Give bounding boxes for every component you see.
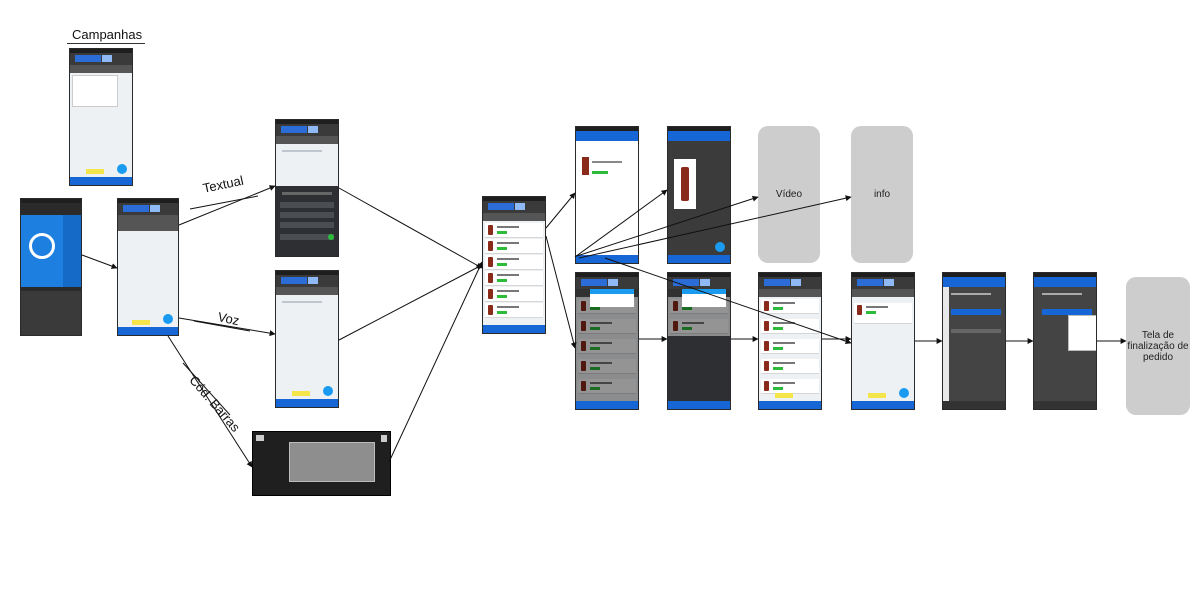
screen-resultados [482, 196, 546, 334]
screen-forma-pagamento [1033, 272, 1097, 410]
screen-quantidade-teclado [667, 272, 731, 410]
info-label: info [873, 189, 891, 200]
screen-lista-adicionado [758, 272, 822, 410]
screen-quantidade-overlay [575, 272, 639, 410]
screen-catalogo [117, 198, 179, 336]
screen-busca-voz [275, 270, 339, 408]
screen-camera-barcode [252, 431, 391, 496]
home-logo-panel [21, 215, 63, 287]
campanhas-underline [67, 43, 145, 44]
video-placeholder: Vídeo [758, 126, 820, 263]
screen-campanhas [69, 48, 133, 186]
finalizacao-label: Tela de finalização de pedido [1127, 329, 1189, 363]
textual-label: Textual [201, 172, 245, 196]
arrow-textual-resultados [338, 187, 483, 269]
screen-carrinho [851, 272, 915, 410]
textual-rule [189, 195, 259, 210]
cod-barras-label: Cód. Barras [186, 372, 244, 435]
screen-imagem-produto [667, 126, 731, 264]
screen-busca-textual [275, 119, 339, 257]
arrow-resultados-quantidade [545, 235, 577, 349]
arrow-home-catalogo [81, 254, 118, 269]
finalizacao-placeholder: Tela de finalização de pedido [1126, 277, 1190, 415]
campanhas-title: Campanhas [72, 27, 143, 42]
screen-home [20, 198, 82, 336]
payment-dropdown [1068, 315, 1096, 351]
screen-cliente-form [942, 272, 1006, 410]
screen-detalhe-produto [575, 126, 639, 264]
arrow-resultados-detalhe [545, 192, 576, 229]
video-label: Vídeo [775, 189, 803, 200]
arrow-voz-resultados [338, 264, 483, 341]
campaign-dropdown [72, 75, 118, 107]
arrow-textual [178, 185, 276, 226]
voz-label: Voz [216, 309, 241, 329]
keyboard [276, 186, 338, 256]
arrow-barcode-resultados [388, 261, 483, 463]
info-placeholder: info [851, 126, 913, 263]
